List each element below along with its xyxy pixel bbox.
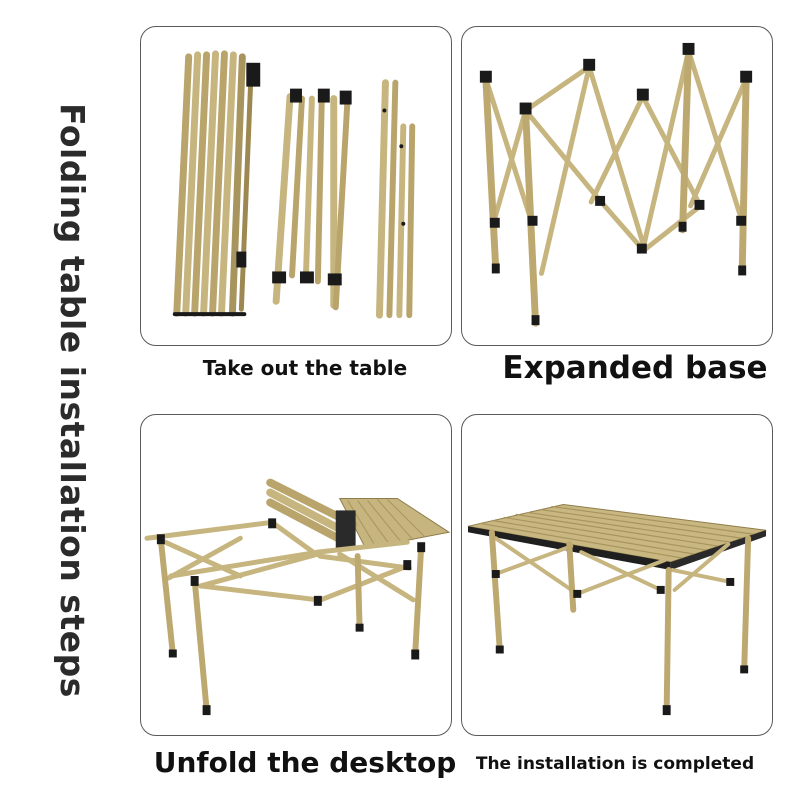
step-4-panel <box>461 414 773 736</box>
step-1-caption: Take out the table <box>202 356 408 380</box>
vertical-title: Folding table installation steps <box>32 0 112 800</box>
step-1-panel <box>140 26 452 346</box>
step-2-caption: Expanded base <box>502 350 768 386</box>
expanded-base-image <box>479 42 753 327</box>
step-2-panel <box>461 26 773 346</box>
title-text: Folding table installation steps <box>52 102 92 698</box>
unfold-desktop-image <box>144 478 451 716</box>
step-3-caption: Unfold the desktop <box>153 746 457 779</box>
folded-parts-image <box>172 50 416 319</box>
step-3-panel <box>140 414 452 736</box>
completed-table-image <box>467 503 767 716</box>
step-4-caption: The installation is completed <box>475 754 755 774</box>
